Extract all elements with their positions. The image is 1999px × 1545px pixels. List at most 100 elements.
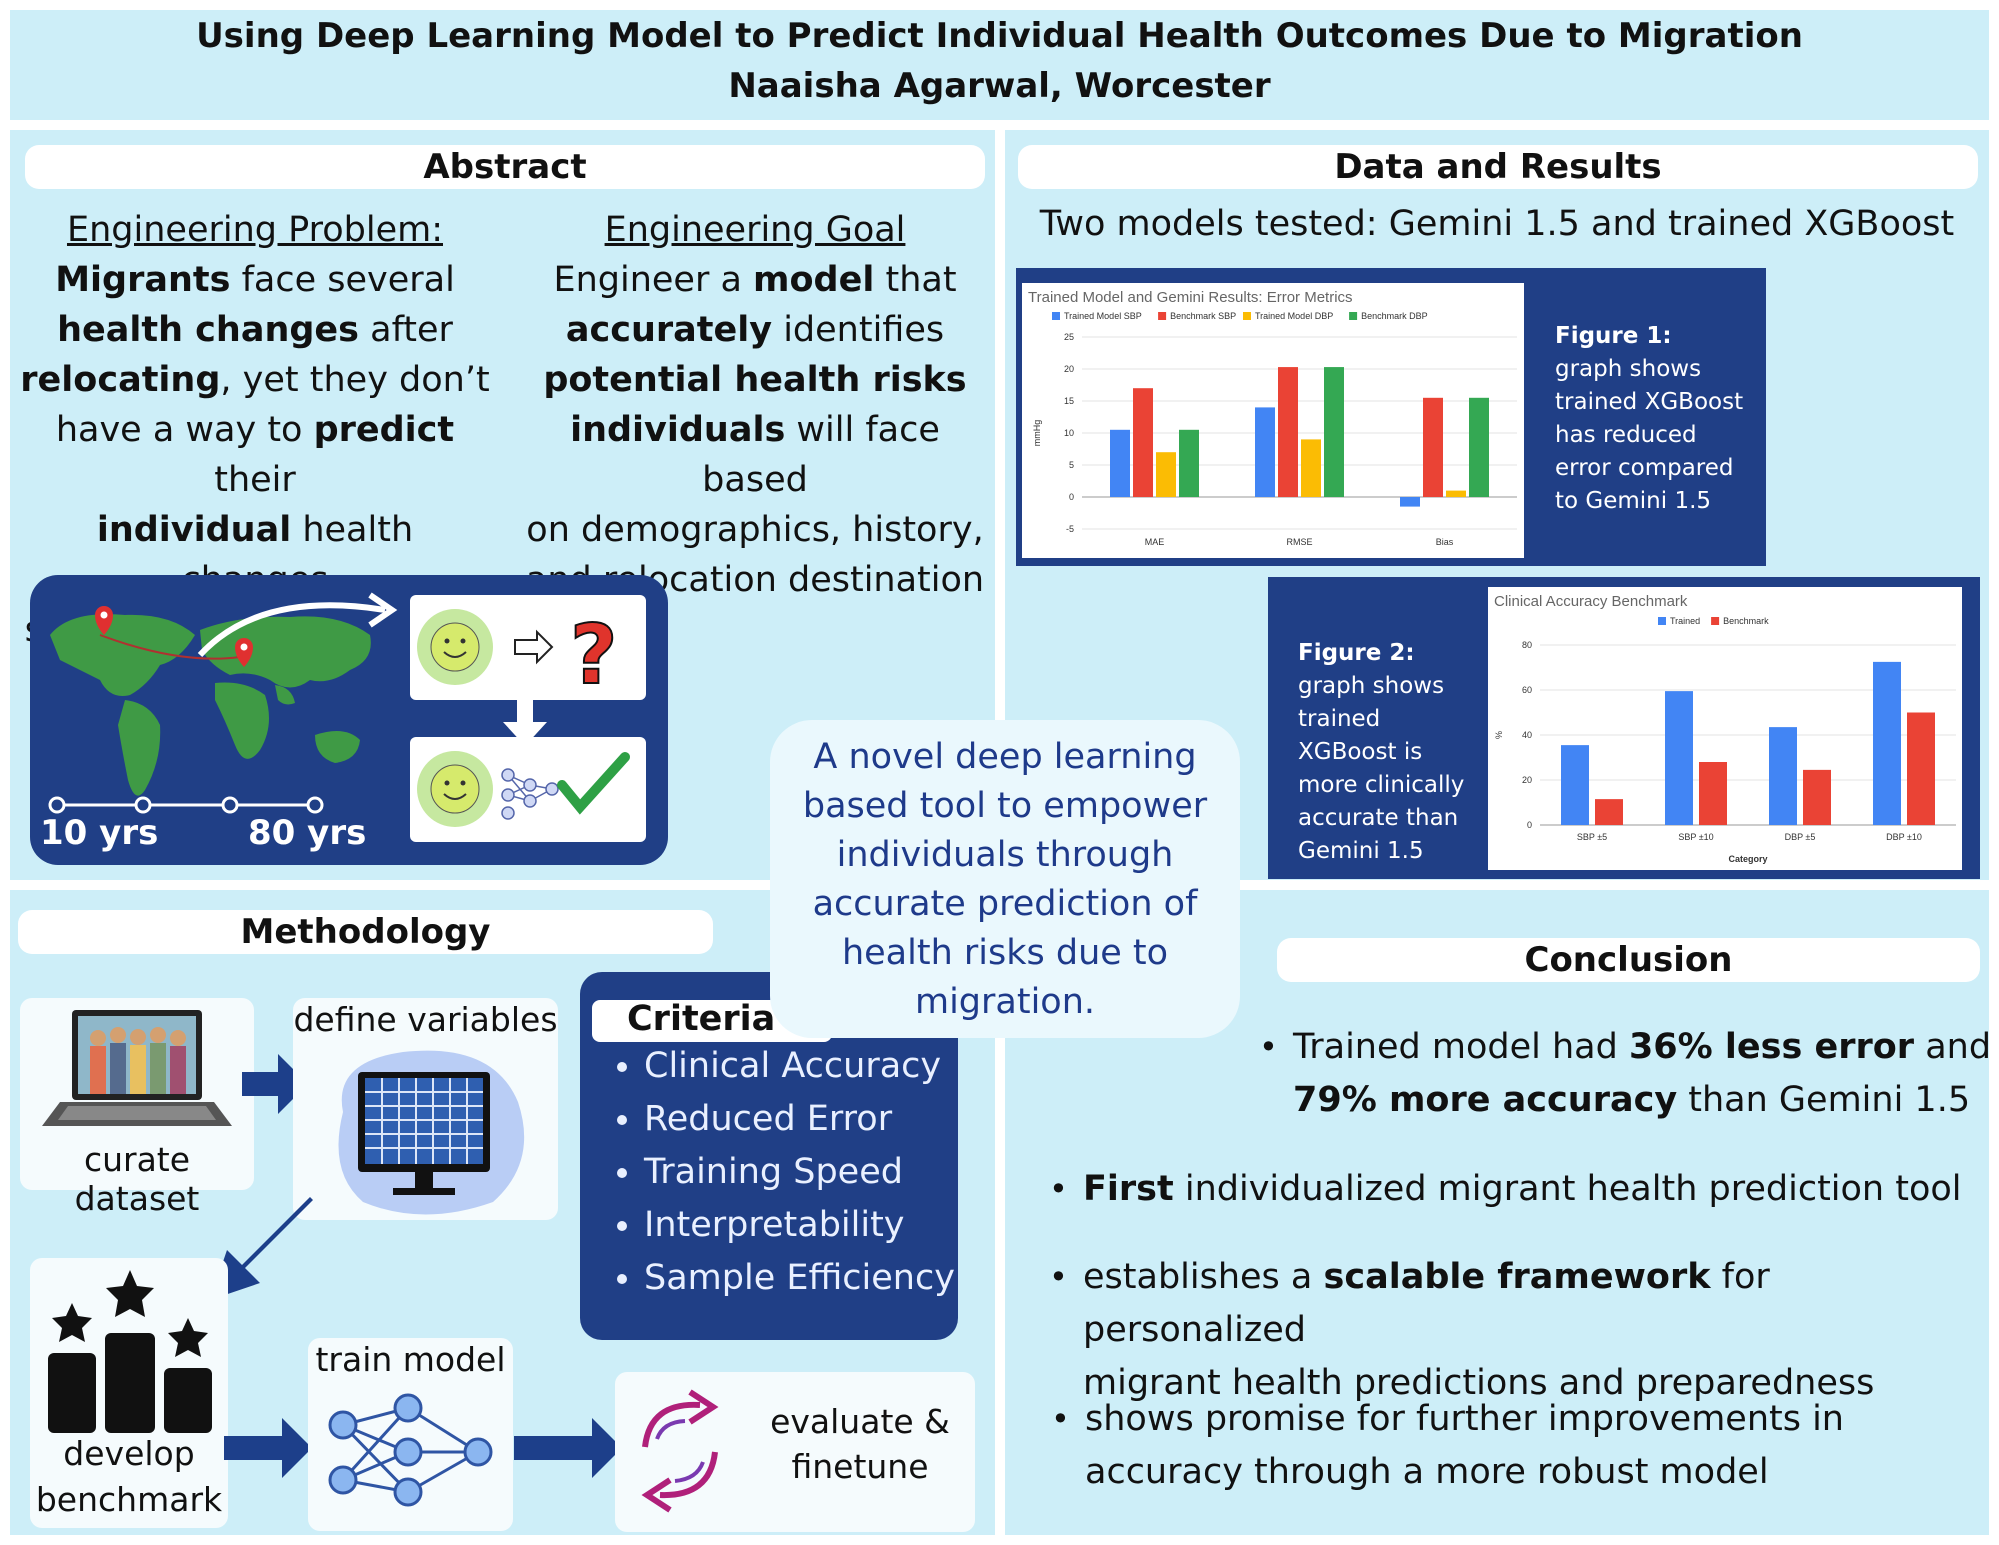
y-tick-label: 10 (1064, 428, 1074, 438)
problem-line: health changes after (57, 310, 453, 350)
y-tick-label: 0 (1069, 492, 1074, 502)
bar (1278, 367, 1298, 497)
goal-line: individuals will face based (570, 410, 940, 500)
curate-dataset-step: curate dataset (20, 998, 254, 1218)
bar (1446, 490, 1466, 497)
bar (1110, 429, 1130, 497)
bar (1423, 397, 1443, 497)
x-tick-label: Bias (1436, 537, 1454, 547)
smiley-face-icon (417, 609, 493, 685)
methodology-heading: Methodology (18, 910, 713, 954)
refresh-cycle-icon (641, 1389, 719, 1513)
abstract-heading: Abstract (25, 145, 985, 189)
conclusion-line: accuracy through a more robust model (1085, 1452, 1769, 1492)
legend-label: Benchmark (1723, 616, 1769, 626)
bar (1595, 799, 1623, 825)
ranking-stars-icon (48, 1270, 212, 1433)
develop-benchmark-step: develop benchmark (30, 1258, 228, 1528)
y-tick-label: 20 (1064, 364, 1074, 374)
figure1-label: Figure 1: (1555, 323, 1672, 349)
train-model-label: train model (315, 1340, 506, 1379)
results-subtitle: Two models tested: Gemini 1.5 and traine… (1039, 204, 1955, 244)
legend-label: Benchmark SBP (1170, 311, 1236, 321)
bar (1873, 661, 1901, 825)
develop-benchmark-label-1: develop (63, 1434, 195, 1473)
y-axis-label: % (1494, 731, 1504, 739)
legend-swatch (1158, 312, 1167, 320)
bar (1769, 727, 1797, 825)
down-arrow-icon (503, 700, 547, 746)
conclusion-bullet: •establishes a scalable framework for pe… (1049, 1251, 1999, 1410)
neural-network-icon (501, 768, 559, 820)
figure1-caption: Figure 1: graph shows trained XGBoost ha… (1555, 320, 1745, 518)
world-map-illustration: ? (48, 592, 646, 842)
migration-graphic: ? (30, 575, 668, 865)
conclusion-heading: Conclusion (1277, 938, 1980, 982)
criteria-item: Interpretability (644, 1199, 955, 1252)
legend-swatch (1243, 312, 1251, 320)
conclusion-line: First individualized migrant health pred… (1083, 1169, 1962, 1209)
bar (1179, 429, 1199, 497)
y-tick-label: 20 (1522, 775, 1532, 785)
location-pin-icon (235, 638, 253, 667)
bar (1156, 452, 1176, 497)
goal-line: potential health risks (543, 360, 967, 400)
poster-authors: Naaisha Agarwal, Worcester (728, 66, 1271, 106)
bar (1133, 388, 1153, 497)
x-tick-label: RMSE (1286, 537, 1312, 547)
problem-line: have a way to predict their (55, 410, 455, 500)
conclusion-line: shows promise for further improvements i… (1085, 1399, 1844, 1439)
conclusion-line: 79% more accuracy than Gemini 1.5 (1293, 1080, 1971, 1120)
criteria-item: Clinical Accuracy (644, 1040, 955, 1093)
legend-swatch (1711, 617, 1720, 625)
legend-label: Benchmark DBP (1361, 311, 1428, 321)
bar (1561, 745, 1589, 825)
x-axis-label: Category (1728, 854, 1767, 864)
evaluate-finetune-step: evaluate & finetune (615, 1372, 975, 1532)
evaluate-label-2: finetune (791, 1447, 929, 1486)
y-axis-label: mmHg (1032, 420, 1042, 447)
train-model-step: train model (308, 1338, 513, 1531)
bar (1324, 367, 1344, 497)
location-pin-icon (95, 606, 113, 635)
poster-title: Using Deep Learning Model to Predict Ind… (196, 16, 1803, 56)
criteria-item: Reduced Error (644, 1093, 955, 1146)
x-tick-label: SBP ±5 (1577, 832, 1607, 842)
y-tick-label: 15 (1064, 396, 1074, 406)
goal-line: Engineer a model that (553, 260, 957, 300)
goal-line: on demographics, history, (526, 510, 984, 550)
criteria-item: Sample Efficiency (644, 1252, 955, 1305)
y-tick-label: 40 (1522, 730, 1532, 740)
x-tick-label: DBP ±5 (1785, 832, 1816, 842)
age-start-label: 10 yrs (40, 813, 159, 853)
figure2-label: Figure 2: (1298, 640, 1415, 666)
criteria-title: Criteria (627, 999, 776, 1039)
neural-network-icon (328, 1393, 493, 1507)
laptop-icon (42, 1010, 232, 1126)
right-arrow-icon (514, 1418, 622, 1478)
criteria-list: Clinical AccuracyReduced ErrorTraining S… (600, 1040, 955, 1305)
legend-label: Trained Model DBP (1255, 311, 1333, 321)
results-heading: Data and Results (1018, 145, 1978, 189)
world-map-icon (50, 614, 371, 796)
figure1-chart-card: Trained Model and Gemini Results: Error … (1022, 283, 1524, 558)
evaluate-label-1: evaluate & (770, 1402, 950, 1441)
conclusion-bullet: •First individualized migrant health pre… (1049, 1163, 1962, 1216)
figure1-text: graph shows trained XGBoost has reduced … (1555, 356, 1744, 514)
bar (1803, 769, 1831, 825)
problem-line: relocating, yet they don’t (20, 360, 490, 400)
bullet-icon: • (1259, 1028, 1278, 1066)
legend-swatch (1052, 312, 1060, 320)
figure2-text: graph shows trained XGBoost is more clin… (1298, 673, 1465, 864)
y-tick-label: 25 (1064, 332, 1074, 342)
bar (1665, 691, 1693, 825)
central-callout-text: A novel deep learning based tool to empo… (802, 737, 1208, 1022)
bar (1301, 439, 1321, 497)
define-variables-step: define variables (293, 998, 558, 1220)
conclusion-bullet: •shows promise for further improvements … (1051, 1393, 1844, 1499)
x-tick-label: SBP ±10 (1678, 832, 1713, 842)
age-end-label: 80 yrs (248, 813, 367, 853)
